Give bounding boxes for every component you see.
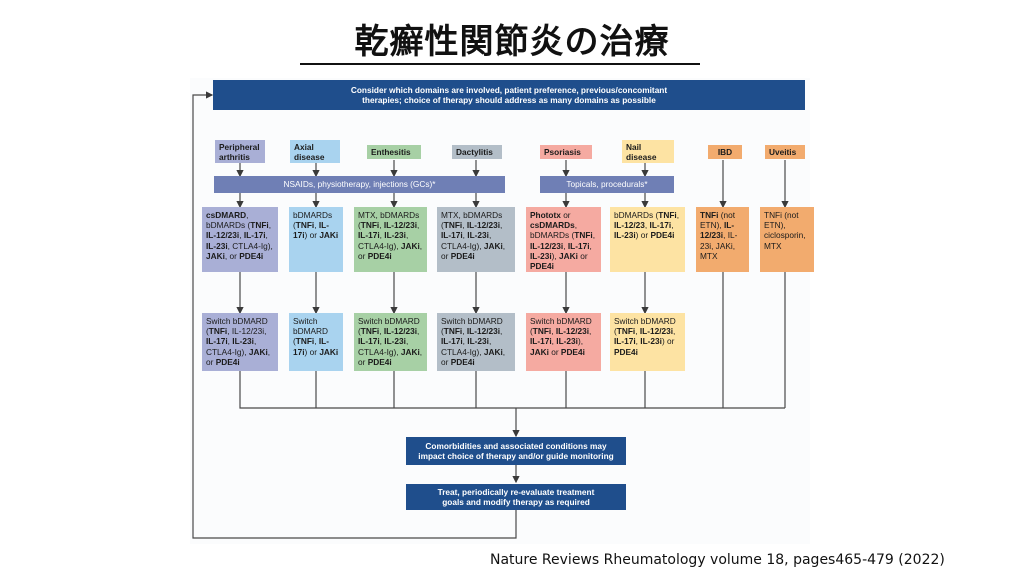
switch-peripheral: Switch bDMARD (TNFi, IL-12/23i, IL-17i, … bbox=[202, 313, 278, 371]
first-line-psoriasis: Phototx or csDMARDs, bDMARDs (TNFi, IL-1… bbox=[526, 207, 601, 272]
top-banner-line2: therapies; choice of therapy should addr… bbox=[362, 95, 656, 105]
slide-title: 乾癬性関節炎の治療 bbox=[354, 22, 670, 62]
switch-axial: Switch bDMARD (TNFi, IL-17i) or JAKi bbox=[289, 313, 343, 371]
topicals-bar: Topicals, procedurals* bbox=[540, 176, 674, 193]
switch-dactylitis: Switch bDMARD (TNFi, IL-12/23i, IL-17i, … bbox=[437, 313, 515, 371]
comorbidities-line1: Comorbidities and associated conditions … bbox=[425, 440, 607, 451]
domain-ibd: IBD bbox=[708, 145, 742, 159]
title-underline bbox=[300, 63, 700, 65]
treat-banner: Treat, periodically re-evaluate treatmen… bbox=[406, 484, 626, 510]
domain-nail-disease: Nail disease bbox=[622, 140, 674, 163]
switch-psoriasis: Switch bDMARD (TNFi, IL-12/23i, IL-17i, … bbox=[526, 313, 601, 371]
citation: Nature Reviews Rheumatology volume 18, p… bbox=[490, 552, 945, 568]
first-line-uveitis: TNFi (not ETN), ciclosporin, MTX bbox=[760, 207, 814, 272]
switch-enthesitis: Switch bDMARD (TNFi, IL-12/23i, IL-17i, … bbox=[354, 313, 427, 371]
domain-psoriasis: Psoriasis bbox=[540, 145, 592, 159]
first-line-nail: bDMARDs (TNFi, IL-12/23, IL-17i, IL-23i)… bbox=[610, 207, 685, 272]
top-banner: Consider which domains are involved, pat… bbox=[213, 80, 805, 110]
domain-enthesitis: Enthesitis bbox=[367, 145, 421, 159]
domain-uveitis: Uveitis bbox=[765, 145, 805, 159]
loop-back-line bbox=[192, 91, 517, 539]
first-line-ibd: TNFi (not ETN), IL-12/23i, IL-23i, JAKi,… bbox=[696, 207, 749, 272]
first-line-axial: bDMARDs (TNFi, IL-17i) or JAKi bbox=[289, 207, 343, 272]
treat-line1: Treat, periodically re-evaluate treatmen… bbox=[437, 486, 595, 497]
treat-line2: goals and modify therapy as required bbox=[442, 497, 590, 507]
domain-dactylitis: Dactylitis bbox=[452, 145, 502, 159]
top-banner-line1: Consider which domains are involved, pat… bbox=[350, 84, 668, 95]
nsaids-bar: NSAIDs, physiotherapy, injections (GCs)* bbox=[214, 176, 505, 193]
switch-nail: Switch bDMARD (TNFi, IL-12/23i, IL-17i, … bbox=[610, 313, 685, 371]
domain-peripheral-arthritis: Peripheral arthritis bbox=[215, 140, 265, 163]
first-line-dactylitis: MTX, bDMARDs (TNFi, IL-12/23i, IL-17i, I… bbox=[437, 207, 515, 272]
domain-axial-disease: Axial disease bbox=[290, 140, 340, 163]
first-line-enthesitis: MTX, bDMARDs (TNFi, IL-12/23i, IL-17i, I… bbox=[354, 207, 427, 272]
comorbidities-banner: Comorbidities and associated conditions … bbox=[406, 437, 626, 465]
first-line-peripheral: csDMARD, bDMARDs (TNFi, IL-12/23i, IL-17… bbox=[202, 207, 278, 272]
comorbidities-line2: impact choice of therapy and/or guide mo… bbox=[418, 451, 614, 461]
